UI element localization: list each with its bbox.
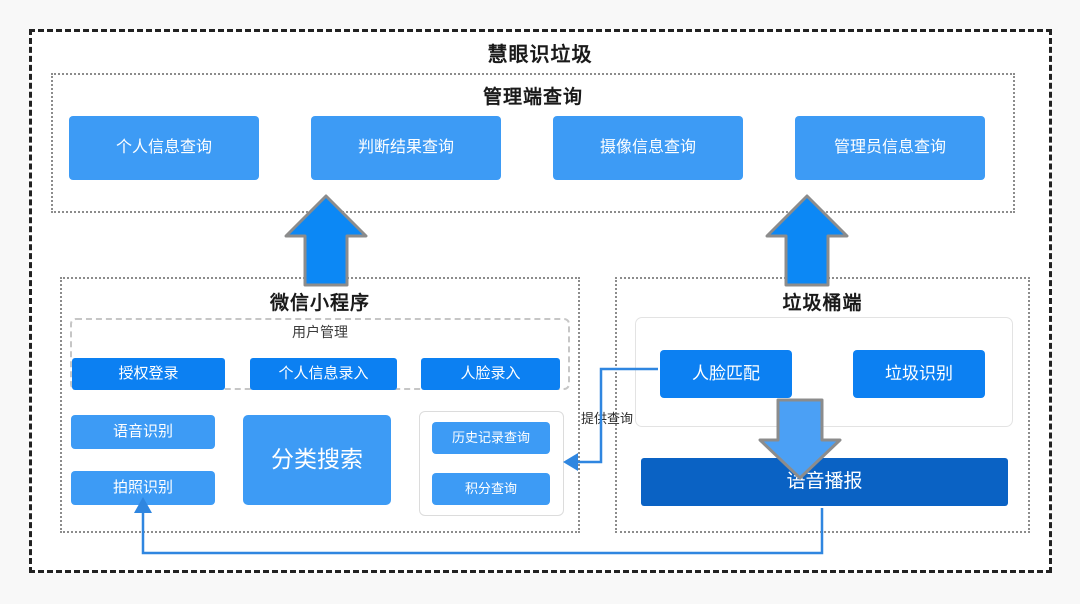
admin-section-boundary xyxy=(51,73,1015,213)
wechat-button-voice-recognition[interactable]: 语音识别 xyxy=(71,415,215,449)
wechat-section-title: 微信小程序 xyxy=(269,293,370,314)
admin-button-personal-info[interactable]: 个人信息查询 xyxy=(69,116,259,180)
bin-button-face-match[interactable]: 人脸匹配 xyxy=(660,350,792,398)
wechat-button-points-query[interactable]: 积分查询 xyxy=(432,473,550,505)
wechat-button-personal-info-entry[interactable]: 个人信息录入 xyxy=(250,358,397,390)
wechat-button-history-query[interactable]: 历史记录查询 xyxy=(432,422,550,454)
wechat-button-photo-recognition[interactable]: 拍照识别 xyxy=(71,471,215,505)
bin-section-title: 垃圾桶端 xyxy=(782,293,863,314)
admin-button-administrator-info[interactable]: 管理员信息查询 xyxy=(795,116,985,180)
bin-button-garbage-recognition[interactable]: 垃圾识别 xyxy=(853,350,985,398)
admin-button-camera-info[interactable]: 摄像信息查询 xyxy=(553,116,743,180)
bin-button-voice-broadcast[interactable]: 语音播报 xyxy=(641,458,1008,506)
wechat-button-auth-login[interactable]: 授权登录 xyxy=(72,358,225,390)
wechat-button-category-search[interactable]: 分类搜索 xyxy=(243,415,391,505)
admin-button-judgement-result[interactable]: 判断结果查询 xyxy=(311,116,501,180)
user-management-label: 用户管理 xyxy=(292,324,348,340)
admin-section-title: 管理端查询 xyxy=(482,87,583,108)
wechat-button-face-entry[interactable]: 人脸录入 xyxy=(421,358,560,390)
connector-label-provide-query: 提供查询 xyxy=(580,411,633,426)
page-title: 慧眼识垃圾 xyxy=(487,44,593,66)
